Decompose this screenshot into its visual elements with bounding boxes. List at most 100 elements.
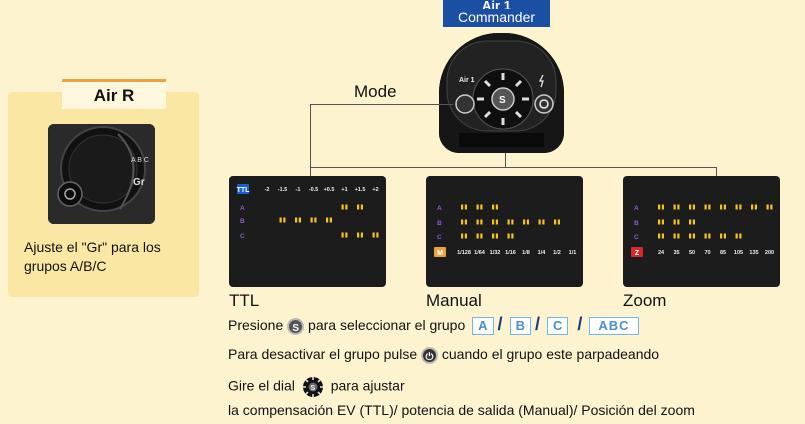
ttl-led — [283, 217, 286, 223]
manual-led — [523, 219, 526, 225]
commander-device-image: S Air 1 — [439, 33, 564, 153]
ttl-scale-label: +1 — [341, 187, 347, 193]
group-c-label: C — [546, 317, 569, 335]
zoom-scale-label: 24 — [658, 250, 665, 256]
manual-led — [461, 204, 464, 210]
zoom-scale-label: 200 — [765, 250, 774, 256]
ttl-led — [329, 217, 332, 223]
manual-scale-label: 1/128 — [457, 250, 471, 256]
zoom-badge-bg — [631, 247, 643, 257]
ttl-caption: TTL — [229, 291, 260, 310]
instruction-line-4: la compensación EV (TTL)/ potencia de sa… — [228, 402, 695, 418]
manual-led — [511, 233, 514, 239]
power-button-icon: ⏻ — [421, 346, 438, 364]
zoom-led — [673, 204, 676, 210]
mode-label: Mode — [354, 82, 397, 101]
commander-title: Air 1 — [482, 0, 511, 9]
zoom-group-label: C — [634, 234, 639, 241]
manual-led — [480, 233, 483, 239]
zoom-led — [766, 204, 769, 210]
air-r-abc-label: A B C — [131, 157, 149, 164]
zoom-led — [677, 233, 680, 239]
zoom-led — [692, 219, 695, 225]
ttl-led — [314, 217, 317, 223]
device-label: Air 1 — [459, 77, 475, 84]
zoom-scale-label: 135 — [749, 250, 758, 256]
commander-header: Air 1 Commander — [443, 0, 550, 27]
ttl-led — [357, 204, 360, 210]
zoom-led — [704, 204, 707, 210]
zoom-group-label: B — [634, 220, 639, 227]
zoom-led — [692, 233, 695, 239]
manual-led — [526, 219, 529, 225]
instruction-1-post: para seleccionar el grupo — [308, 317, 466, 333]
zoom-led — [661, 233, 664, 239]
manual-scale-label: 1/16 — [505, 250, 516, 256]
ttl-badge-bg — [237, 184, 249, 194]
air-r-note: Ajuste el "Gr" para los grupos A/B/C — [24, 239, 161, 274]
ttl-led — [345, 232, 348, 238]
zoom-led — [677, 219, 680, 225]
connector-line — [716, 167, 717, 177]
zoom-badge: Z — [635, 250, 640, 257]
manual-led — [557, 219, 560, 225]
zoom-led — [689, 204, 692, 210]
manual-scale-label: 1/8 — [522, 250, 530, 256]
zoom-led — [723, 204, 726, 210]
s-button-icon: S — [287, 317, 305, 335]
instruction-2-pre: Para desactivar el grupo pulse — [228, 346, 418, 362]
manual-led — [464, 219, 467, 225]
manual-group-label: A — [437, 205, 442, 212]
dial-icon: S — [302, 377, 323, 397]
zoom-led — [689, 233, 692, 239]
manual-led — [507, 219, 510, 225]
zoom-led — [689, 219, 692, 225]
manual-scale-label: 1/2 — [553, 250, 561, 256]
manual-led — [480, 204, 483, 210]
ttl-led — [357, 232, 360, 238]
commander-subtitle: Commander — [457, 9, 536, 25]
manual-led — [476, 219, 479, 225]
zoom-led — [692, 204, 695, 210]
zoom-led — [658, 204, 661, 210]
connector-line — [505, 153, 506, 168]
manual-led — [476, 233, 479, 239]
zoom-led — [708, 204, 711, 210]
air-r-device-image: A B C Gr — [48, 124, 155, 224]
instruction-1-pre: Presione — [228, 317, 284, 333]
manual-led — [542, 219, 545, 225]
instruction-2-post: cuando el grupo este parpadeando — [441, 346, 660, 362]
ttl-badge: TTL — [237, 187, 251, 194]
zoom-led — [658, 233, 661, 239]
manual-led — [492, 204, 495, 210]
manual-led — [464, 204, 467, 210]
manual-caption: Manual — [426, 291, 482, 310]
air-r-gr-label: Gr — [133, 177, 145, 188]
instruction-3-post: para ajustar — [330, 377, 405, 394]
manual-led — [461, 233, 464, 239]
ttl-led — [341, 204, 344, 210]
ttl-led — [279, 217, 282, 223]
zoom-caption: Zoom — [623, 291, 667, 310]
zoom-led — [661, 219, 664, 225]
zoom-led — [739, 233, 742, 239]
zoom-led — [661, 204, 664, 210]
zoom-scale-label: 35 — [673, 250, 679, 256]
zoom-scale-label: 105 — [734, 250, 743, 256]
ttl-group-label: A — [240, 205, 245, 212]
ttl-led — [295, 217, 298, 223]
group-abc-label: ABC — [589, 317, 639, 335]
device-s-label: S — [499, 95, 506, 106]
group-a-label: A — [472, 317, 494, 335]
instruction-line-1: Presione S para seleccionar el grupo A/B… — [228, 314, 639, 335]
zoom-led — [754, 204, 757, 210]
zoom-led — [770, 204, 773, 210]
manual-scale-label: 1/4 — [538, 250, 547, 256]
manual-led — [495, 233, 498, 239]
svg-text:S: S — [310, 385, 315, 392]
manual-group-label: B — [437, 220, 442, 227]
zoom-led — [723, 233, 726, 239]
